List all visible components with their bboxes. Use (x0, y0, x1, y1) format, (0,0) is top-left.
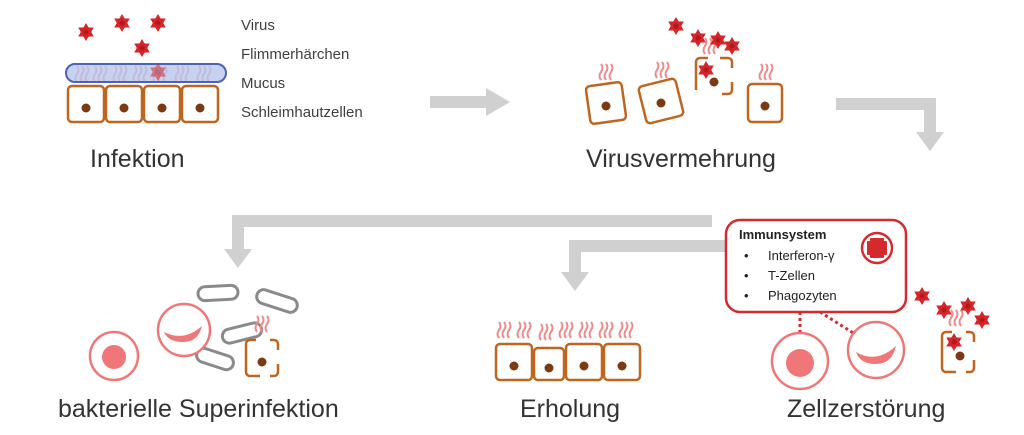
stage-destruction: Zellzerstörung (770, 287, 990, 423)
stage-infection-label: Infektion (90, 145, 185, 173)
medical-cross-icon (860, 231, 894, 265)
legend-mucus-label: Mucus (241, 75, 285, 92)
immune-item-phagocytes: Phagozyten (768, 288, 837, 303)
arrow-to-recovery (561, 240, 729, 291)
immune-item-bullet: • (744, 268, 749, 283)
mucosa-cells (584, 56, 784, 126)
arrow-replication-to-destruction (836, 98, 944, 151)
stage-destruction-label: Zellzerstörung (787, 395, 945, 423)
immune-item-t-cells: T-Zellen (768, 268, 815, 283)
stage-superinfection: bakterielle Superinfektion (58, 283, 339, 423)
damaged-cell (244, 315, 280, 378)
immune-cells (770, 320, 906, 391)
damaged-cell (940, 309, 976, 374)
mucosa-cells (66, 84, 220, 124)
immune-item-interferon: Interferon-γ (768, 248, 835, 263)
mucosa-cells (494, 342, 642, 382)
mucus-layer (65, 63, 227, 83)
cilia-row (598, 37, 774, 81)
immune-title: Immunsystem (739, 227, 826, 242)
arrow-to-superinfection (224, 215, 712, 268)
immune-item-bullet: • (744, 288, 749, 303)
stage-recovery-label: Erholung (520, 395, 620, 423)
immune-system-box: Immunsystem • Interferon-γ • T-Zellen • … (724, 218, 908, 338)
stage-replication-label: Virusvermehrung (586, 145, 776, 173)
legend-cells-label: Schleimhautzellen (241, 104, 363, 121)
virus-particles (914, 287, 990, 351)
bacteria (195, 283, 299, 372)
stage-recovery: Erholung (494, 321, 642, 423)
arrow-infection-to-replication (430, 88, 510, 116)
immune-item-bullet: • (744, 248, 749, 263)
immune-cells (88, 302, 212, 382)
stage-infection: Virus Flimmerhärchen Mucus Schleimhautze… (65, 14, 363, 173)
stage-replication: Virusvermehrung (584, 17, 784, 173)
legend-cilia-label: Flimmerhärchen (241, 46, 349, 63)
cilia-row (496, 321, 634, 341)
legend-virus-label: Virus (241, 17, 275, 34)
stage-superinfection-label: bakterielle Superinfektion (58, 395, 339, 423)
